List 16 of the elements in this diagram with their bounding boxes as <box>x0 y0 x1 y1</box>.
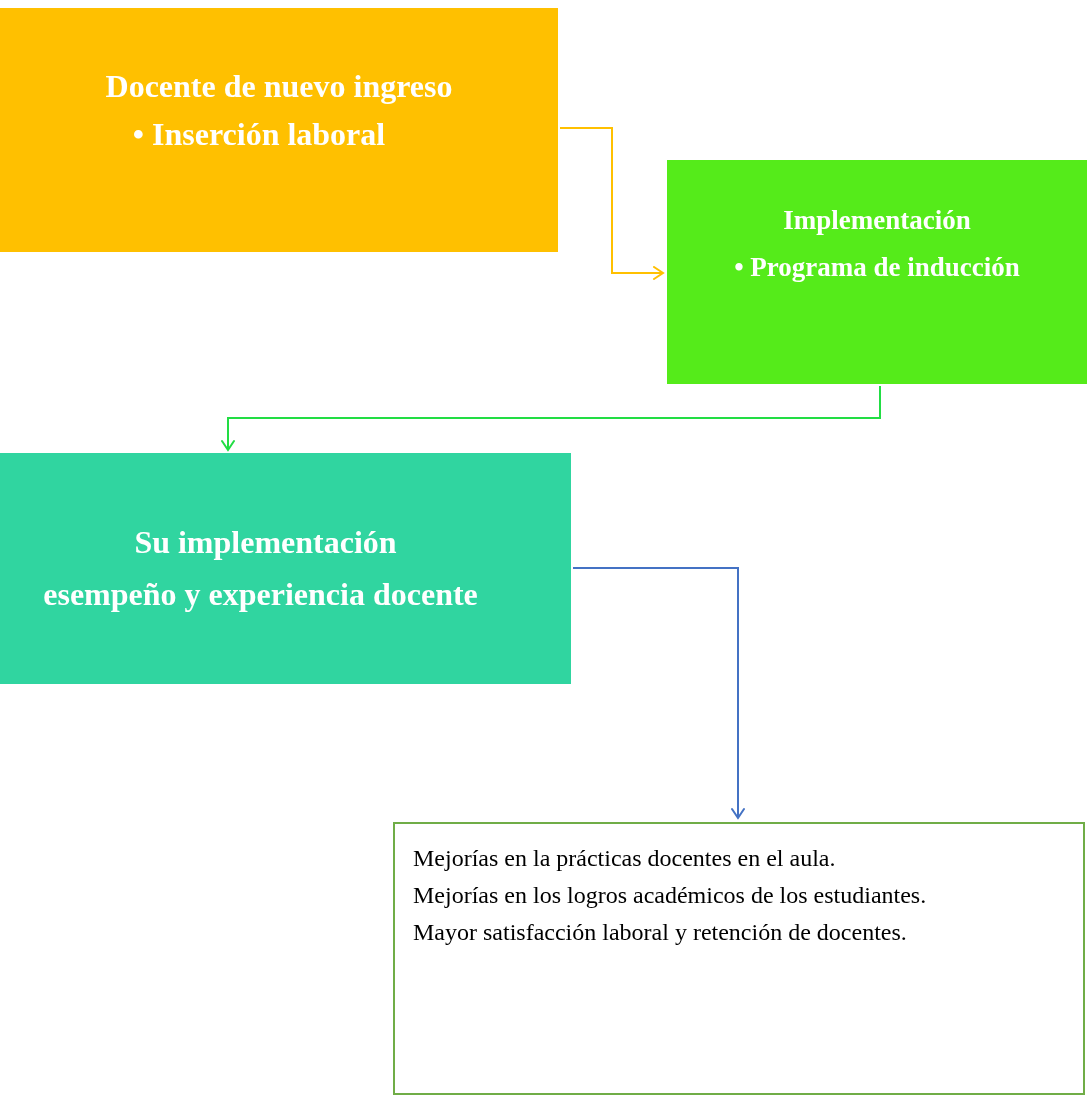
box-text: • Inserción laboral <box>132 115 387 154</box>
box-heading: Docente de nuevo ingreso <box>105 67 453 106</box>
process-box <box>0 453 571 684</box>
outcome-text: Mejorías en la prácticas docentes en el aula. <box>413 846 837 872</box>
outcome-box <box>393 822 1085 1095</box>
box-text: esempeño y experiencia docente <box>43 574 479 614</box>
process-box <box>0 8 558 252</box>
arrow <box>221 385 881 451</box>
outcome-text: Mejorías en los logros académicos de los estudiantes. <box>413 883 928 909</box>
box-heading: Su implementación <box>134 523 398 563</box>
outcome-text: Mayor satisfacción laboral y retención de docentes. <box>413 920 908 946</box>
arrow <box>559 127 664 280</box>
process-box <box>667 160 1087 384</box>
box-heading: Implementación <box>783 203 971 237</box>
arrow <box>572 567 745 819</box>
box-text: • Programa de inducción <box>734 251 1020 284</box>
